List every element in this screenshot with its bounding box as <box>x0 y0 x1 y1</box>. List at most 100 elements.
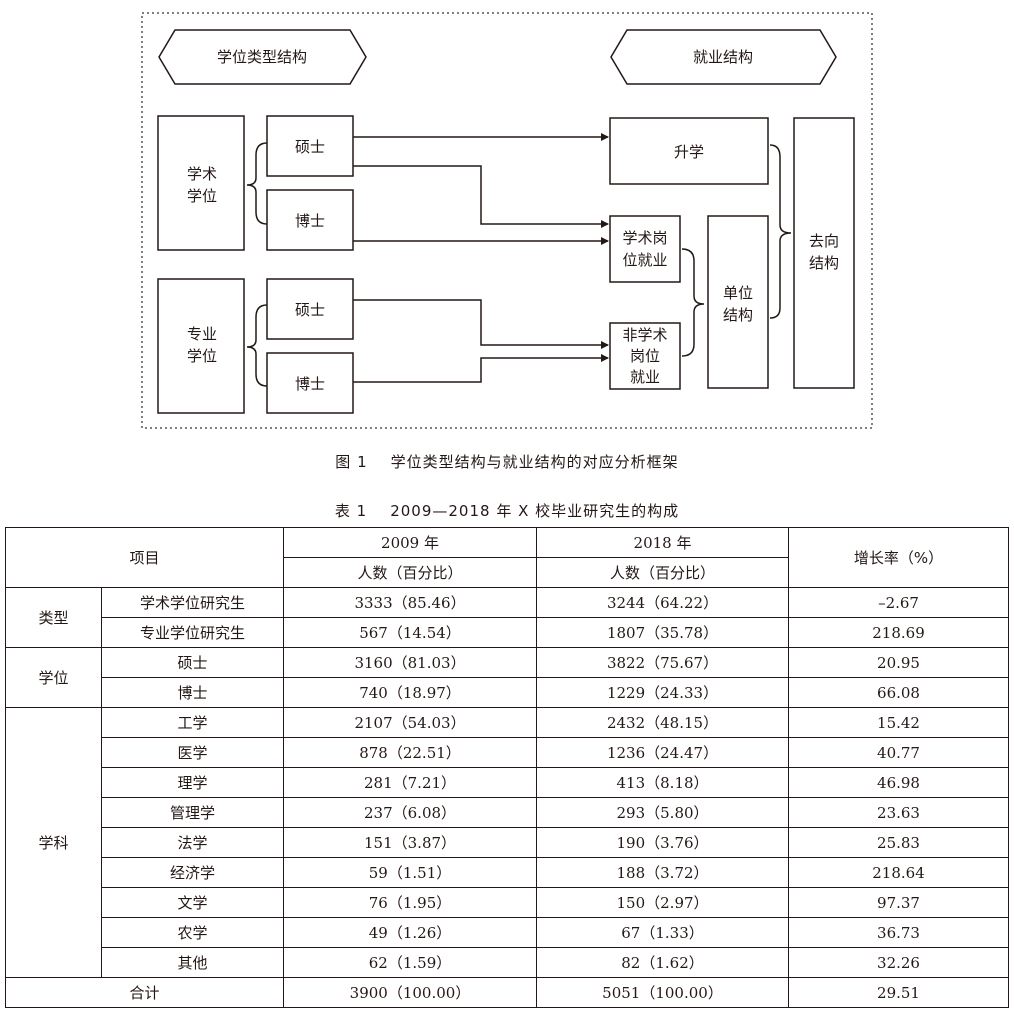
destination-structure-box <box>793 117 855 389</box>
master-box-professional <box>266 278 354 340</box>
value-2009: 878（22.51） <box>283 737 538 768</box>
row-item: 其他 <box>100 947 285 978</box>
row-item: 农学 <box>100 917 285 948</box>
academic-degree-label-1: 学术 <box>187 165 217 183</box>
value-2018: 188（3.72） <box>536 857 790 888</box>
value-2018: 3822（75.67） <box>536 647 790 678</box>
value-2009: 3333（85.46） <box>283 587 538 618</box>
value-2018: 3244（64.22） <box>536 587 790 618</box>
growth-rate: 218.64 <box>788 857 1010 888</box>
doctor-label-professional: 博士 <box>295 375 325 393</box>
nonacademic-job-label-3: 就业 <box>630 368 660 386</box>
growth-rate: 40.77 <box>788 737 1010 768</box>
nonacademic-job-label-1: 非学术 <box>622 326 667 344</box>
row-item: 博士 <box>100 677 285 708</box>
brace-academic <box>246 142 268 225</box>
total-label: 合计 <box>4 977 285 1008</box>
value-2009: 237（6.08） <box>283 797 538 828</box>
arrow-doctor-to-nonacademic-job <box>353 354 609 383</box>
subheader-2018: 人数（百分比） <box>536 557 790 588</box>
hexagon-employment-structure-label: 就业结构 <box>693 48 753 66</box>
growth-rate: 97.37 <box>788 887 1010 918</box>
doctor-box-academic <box>266 189 354 251</box>
header-2018: 2018 年 <box>536 527 790 558</box>
value-2018: 1807（35.78） <box>536 617 790 648</box>
growth-rate: 46.98 <box>788 767 1010 798</box>
value-2009: 62（1.59） <box>283 947 538 978</box>
academic-job-label-2: 位就业 <box>622 251 667 269</box>
brace-destination <box>769 144 792 319</box>
doctor-label-academic: 博士 <box>295 212 325 230</box>
academic-degree-box <box>157 115 245 251</box>
table-header-row: 项目 2009 年 2018 年 增长率（%） <box>4 527 1010 588</box>
row-item: 工学 <box>100 707 285 738</box>
value-2009: 151（3.87） <box>283 827 538 858</box>
destination-structure-label-2: 结构 <box>809 254 839 272</box>
row-item: 理学 <box>100 767 285 798</box>
value-2009: 59（1.51） <box>283 857 538 888</box>
master-label-academic: 硕士 <box>295 138 325 156</box>
framework-diagram: 学位类型结构 就业结构 学术 学位 专业 学位 硕士 博士 硕士 博士 升学 学… <box>141 12 873 429</box>
brace-professional <box>246 304 268 387</box>
academic-job-label-1: 学术岗 <box>622 229 667 247</box>
value-2009: 281（7.21） <box>283 767 538 798</box>
hexagon-employment-structure: 就业结构 <box>610 29 837 85</box>
group-label: 学科 <box>5 707 102 978</box>
value-2009: 567（14.54） <box>283 617 538 648</box>
hexagon-degree-structure-label: 学位类型结构 <box>217 48 307 66</box>
dotted-frame <box>141 12 873 429</box>
growth-rate: 32.26 <box>788 947 1010 978</box>
row-item: 医学 <box>100 737 285 768</box>
value-2009: 76（1.95） <box>283 887 538 918</box>
hexagon-degree-structure: 学位类型结构 <box>158 29 367 85</box>
value-2018: 190（3.76） <box>536 827 790 858</box>
arrow-master-to-nonacademic-job <box>353 299 609 349</box>
growth-rate: 20.95 <box>788 647 1010 678</box>
value-2018: 150（2.97） <box>536 887 790 918</box>
unit-structure-box <box>707 215 769 389</box>
destination-structure-label-1: 去向 <box>809 232 839 250</box>
row-item: 经济学 <box>100 857 285 888</box>
growth-rate: 66.08 <box>788 677 1010 708</box>
row-item: 法学 <box>100 827 285 858</box>
value-2009: 49（1.26） <box>283 917 538 948</box>
growth-rate: 15.42 <box>788 707 1010 738</box>
row-item: 文学 <box>100 887 285 918</box>
value-2018: 1229（24.33） <box>536 677 790 708</box>
value-2018: 1236（24.47） <box>536 737 790 768</box>
header-item: 项目 <box>4 527 285 588</box>
value-2009: 3160（81.03） <box>283 647 538 678</box>
row-item: 硕士 <box>100 647 285 678</box>
value-2018: 82（1.62） <box>536 947 790 978</box>
growth-rate: 218.69 <box>788 617 1010 648</box>
growth-rate: 25.83 <box>788 827 1010 858</box>
professional-degree-label-1: 专业 <box>187 325 217 343</box>
academic-degree-label-2: 学位 <box>187 187 217 205</box>
value-2009: 740（18.97） <box>283 677 538 708</box>
composition-table: 项目 2009 年 2018 年 增长率（%） 人数（百分比） 人数（百分比） … <box>4 527 1010 1008</box>
group-label: 类型 <box>5 587 102 648</box>
arrow-master-to-academic-job <box>353 165 609 228</box>
figure-caption: 图 1 学位类型结构与就业结构的对应分析框架 <box>335 453 679 471</box>
further-study-box <box>609 117 769 185</box>
total-2009: 3900（100.00） <box>283 977 538 1008</box>
further-study-label: 升学 <box>674 143 704 161</box>
value-2009: 2107（54.03） <box>283 707 538 738</box>
value-2018: 413（8.18） <box>536 767 790 798</box>
growth-rate: –2.67 <box>788 587 1010 618</box>
row-item: 专业学位研究生 <box>100 617 285 648</box>
doctor-box-professional <box>266 352 354 414</box>
header-growth: 增长率（%） <box>788 527 1010 588</box>
value-2018: 293（5.80） <box>536 797 790 828</box>
group-label: 学位 <box>5 647 102 708</box>
